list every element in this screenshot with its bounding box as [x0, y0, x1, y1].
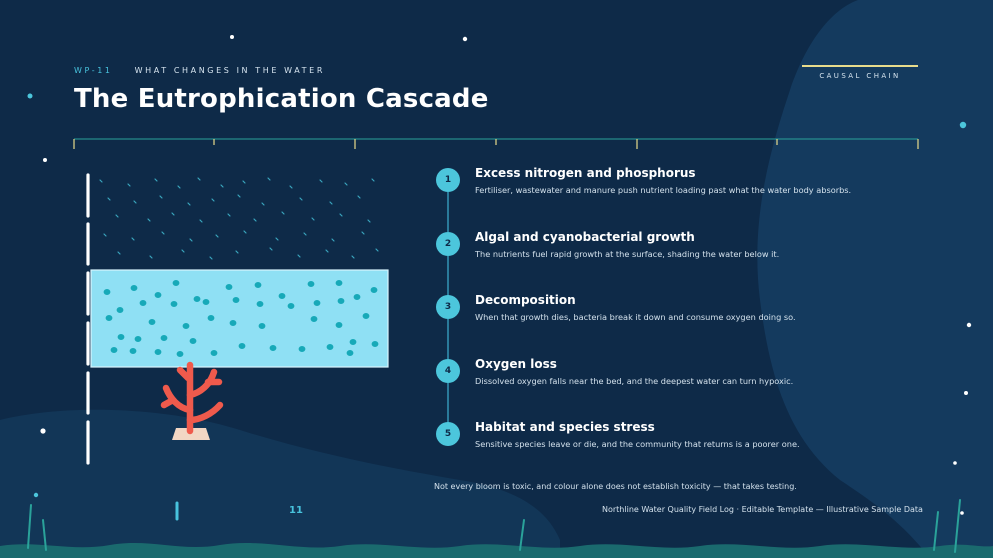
seaweed [27, 499, 961, 553]
eyebrow: WP-11 WHAT CHANGES IN THE WATER [74, 66, 325, 75]
coral-icon [160, 361, 224, 440]
step-number: 2 [436, 231, 460, 256]
step-2: 2 Algal and cyanobacterial growth The nu… [436, 226, 926, 296]
step-1: 1 Excess nitrogen and phosphorus Fertili… [436, 162, 926, 232]
step-connector [447, 255, 449, 296]
step-number: 1 [436, 168, 460, 192]
footnote: Not every bloom is toxic, and colour alo… [434, 482, 797, 491]
algae-cells [103, 280, 379, 357]
step-title: Oxygen loss [475, 356, 557, 371]
step-3: 3 Decomposition When that growth dies, b… [436, 289, 926, 359]
step-description: Fertiliser, wastewater and manure push n… [475, 185, 852, 195]
step-4: 4 Oxygen loss Dissolved oxygen falls nea… [436, 353, 926, 423]
page-title: The Eutrophication Cascade [74, 84, 489, 114]
step-description: The nutrients fuel rapid growth at the s… [475, 248, 780, 259]
step-description: Sensitive species leave or die, and the … [475, 439, 800, 449]
step-title: Algal and cyanobacterial growth [475, 229, 695, 244]
page-number: 11 [289, 505, 303, 516]
step-number: 5 [436, 422, 460, 446]
stars [40, 35, 972, 515]
section-tag: CAUSAL CHAIN [802, 65, 918, 80]
footer-credit: Northline Water Quality Field Log · Edit… [602, 505, 923, 514]
bottom-wave [0, 542, 993, 558]
step-number: 4 [436, 358, 460, 383]
step-connector [447, 192, 449, 232]
slide-code: WP-11 [74, 66, 113, 75]
eyebrow-text: WHAT CHANGES IN THE WATER [134, 66, 325, 75]
seabed-hill [0, 409, 560, 558]
step-title: Excess nitrogen and phosphorus [475, 166, 696, 180]
step-connector [447, 319, 449, 359]
step-description: When that growth dies, bacteria break it… [475, 312, 796, 322]
accent-dots [27, 93, 967, 498]
step-connector [447, 382, 449, 423]
step-title: Habitat and species stress [475, 420, 655, 434]
nutrient-particles [99, 177, 379, 260]
top-ruler [73, 138, 919, 149]
algal-bloom-panel [90, 269, 389, 368]
step-5: 5 Habitat and species stress Sensitive s… [436, 416, 926, 480]
step-description: Dissolved oxygen falls near the bed, and… [475, 375, 794, 386]
step-number: 3 [436, 295, 460, 319]
causal-chain-steps: 1 Excess nitrogen and phosphorus Fertili… [436, 162, 926, 480]
step-title: Decomposition [475, 293, 576, 307]
